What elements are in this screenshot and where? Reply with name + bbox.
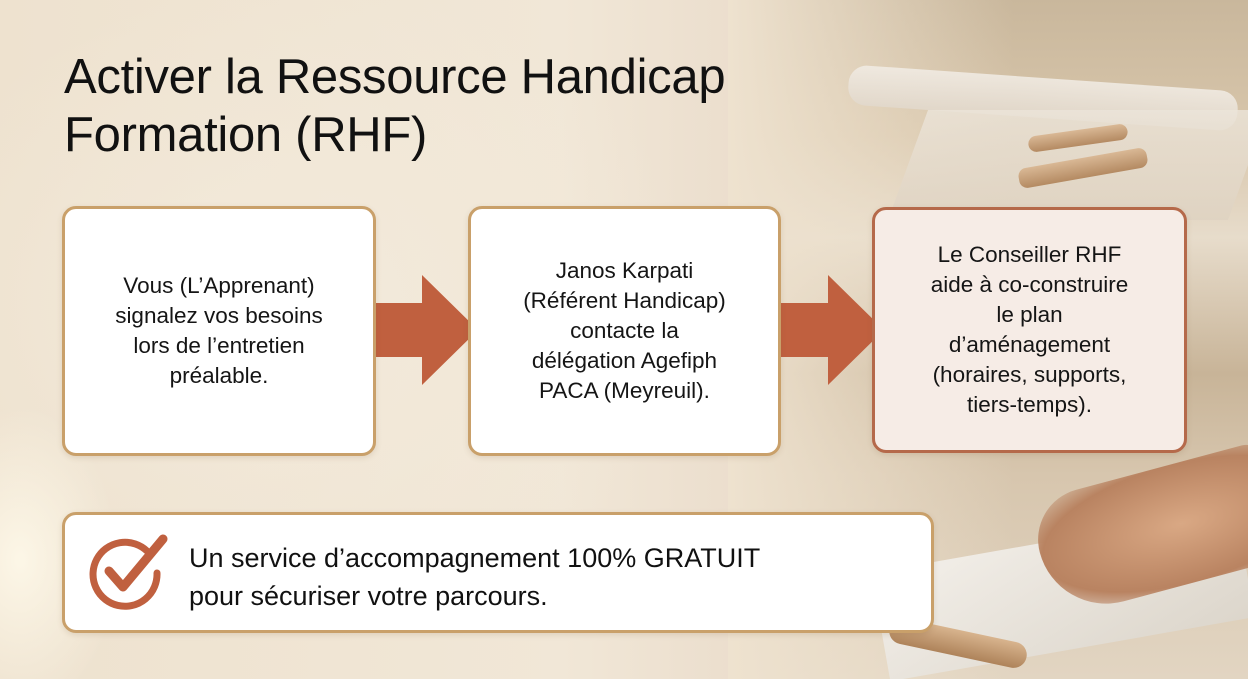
arrow-right-icon: [766, 275, 896, 385]
banner-line-1: Un service d’accompagnement 100% GRATUIT: [189, 543, 761, 573]
free-service-banner: Un service d’accompagnement 100% GRATUIT…: [62, 512, 934, 633]
banner-line-2: pour sécuriser votre parcours.: [189, 581, 548, 611]
banner-text: Un service d’accompagnement 100% GRATUIT…: [189, 539, 760, 615]
check-circle-icon: [85, 529, 169, 613]
step-card-referent: Janos Karpati (Référent Handicap) contac…: [468, 206, 781, 456]
step-text: Vous (L’Apprenant) signalez vos besoins …: [115, 273, 323, 388]
page-title: Activer la Ressource Handicap Formation …: [64, 48, 726, 164]
step-text: Janos Karpati (Référent Handicap) contac…: [523, 258, 726, 403]
arrow-right-icon: [360, 275, 490, 385]
title-line-1: Activer la Ressource Handicap: [64, 50, 726, 104]
step-card-advisor: Le Conseiller RHF aide à co-construire l…: [872, 207, 1187, 453]
title-line-2: Formation (RHF): [64, 108, 428, 162]
step-text: Le Conseiller RHF aide à co-construire l…: [930, 242, 1129, 417]
step-card-learner: Vous (L’Apprenant) signalez vos besoins …: [62, 206, 376, 456]
